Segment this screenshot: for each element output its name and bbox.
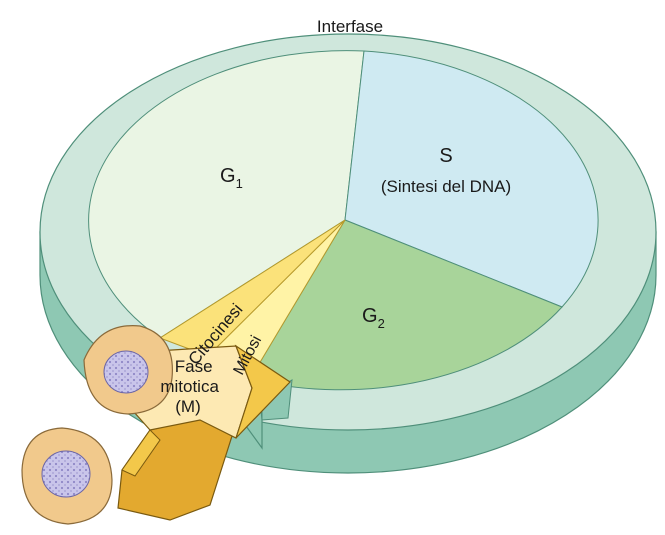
g1-sub: 1 bbox=[236, 176, 243, 191]
sector-g1 bbox=[88, 50, 365, 339]
cell-lower bbox=[21, 427, 113, 525]
g2-sub: 2 bbox=[378, 316, 385, 331]
nucleus-lower bbox=[41, 450, 91, 498]
sector-s bbox=[344, 50, 599, 308]
arrow-label-line1: Fase bbox=[175, 357, 213, 376]
cell-upper bbox=[83, 325, 173, 415]
ring-label: Interfase bbox=[317, 17, 383, 36]
s-subtitle: (Sintesi del DNA) bbox=[381, 177, 511, 196]
nucleus-upper bbox=[103, 350, 149, 394]
sector-citocinesi bbox=[158, 219, 346, 357]
g2-label: G2 bbox=[362, 305, 385, 331]
arrow-label-line3: (M) bbox=[175, 397, 200, 416]
g1-label: G1 bbox=[220, 165, 243, 191]
s-title: S bbox=[439, 145, 452, 167]
g1-main: G bbox=[220, 165, 236, 187]
arrow-label-line2: mitotica bbox=[160, 377, 219, 396]
arrow-label: Fase mitotica (M) bbox=[160, 357, 223, 416]
g2-main: G bbox=[362, 305, 378, 327]
